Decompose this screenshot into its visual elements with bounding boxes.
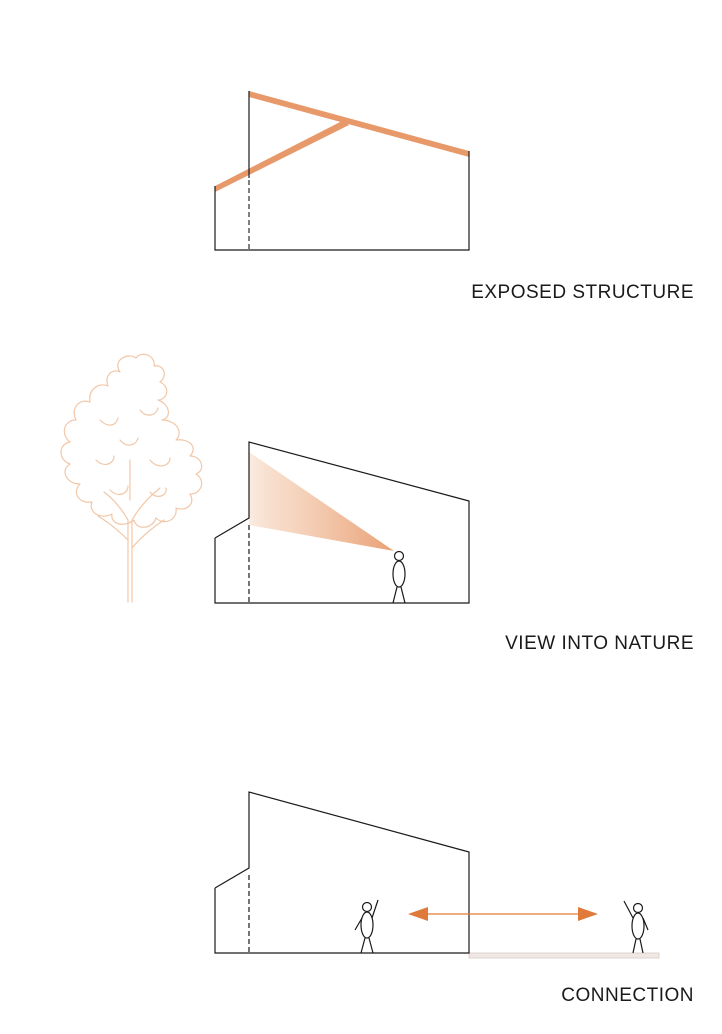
house-section (214, 791, 470, 954)
caption-connection: CONNECTION (561, 985, 694, 1006)
person-icon (392, 550, 406, 604)
double-arrow-icon (408, 907, 598, 921)
house-outline (214, 441, 470, 604)
exterior-deck (468, 952, 660, 959)
caption-view-into-nature: VIEW INTO NATURE (505, 633, 694, 654)
connection-diagram (214, 791, 660, 959)
view-cone (249, 452, 394, 551)
house-outline (214, 791, 470, 954)
tree-icon (60, 353, 203, 603)
view-into-nature-diagram (60, 353, 470, 604)
person-icon (354, 899, 379, 954)
brace-beam (215, 120, 349, 192)
house-section (214, 91, 470, 251)
exposed-structure-diagram (214, 91, 470, 251)
house-section (214, 441, 470, 604)
person-icon (623, 900, 649, 954)
house-outline (214, 91, 470, 251)
caption-exposed-structure: EXPOSED STRUCTURE (471, 282, 694, 303)
roof-beam (249, 91, 469, 157)
